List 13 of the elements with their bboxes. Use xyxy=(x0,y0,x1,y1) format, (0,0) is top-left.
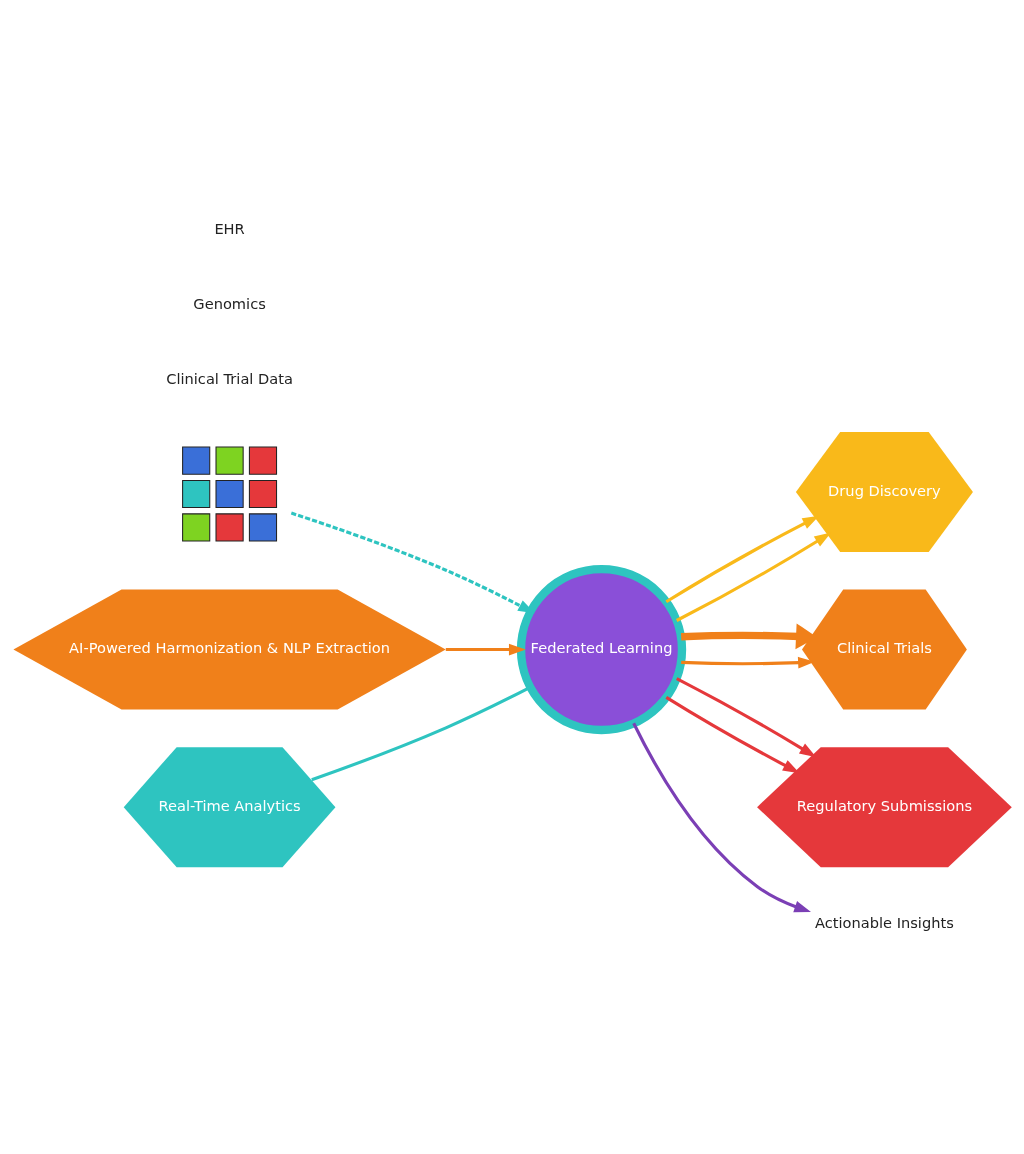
label: Genomics xyxy=(192,294,266,312)
connector xyxy=(310,685,531,782)
arrow xyxy=(675,677,816,758)
node-text: Actionable Insights xyxy=(814,913,954,931)
arrow xyxy=(445,643,526,656)
arrow xyxy=(664,515,819,604)
arrow xyxy=(290,511,535,614)
label: Clinical Trial Data xyxy=(165,370,293,388)
arrow xyxy=(680,656,815,669)
arrow xyxy=(631,722,811,913)
label: EHR xyxy=(213,219,245,237)
arrow xyxy=(664,696,800,774)
arrow xyxy=(675,532,831,622)
